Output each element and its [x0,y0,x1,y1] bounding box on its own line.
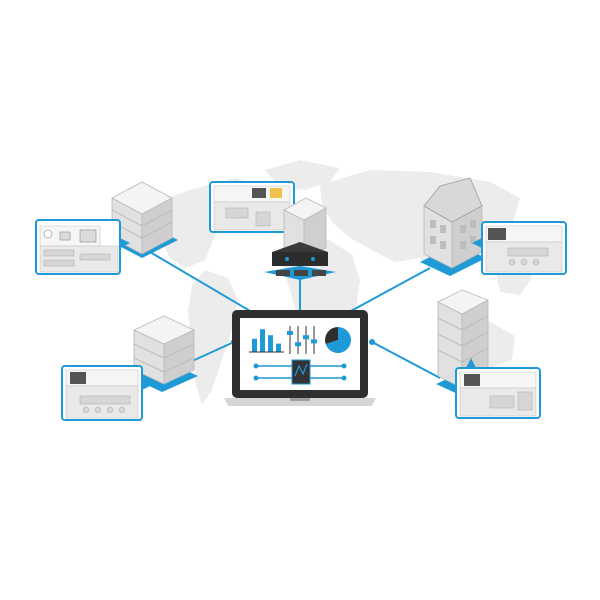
sliders-icon [287,326,317,354]
slider-knob [295,342,301,347]
building-icon [108,181,178,258]
bar [276,343,281,352]
building-icon [420,177,486,276]
link-hotel [337,267,431,319]
laptop-icon [224,310,376,406]
bar [260,329,265,352]
slider-knob [303,335,309,340]
meeting-room-icon [455,358,541,419]
bar [252,338,257,352]
signal-flow-icon [253,359,347,385]
pie-slice [325,327,351,353]
link-office-left [189,341,235,363]
bar [268,335,273,352]
pie-chart-icon [324,327,351,353]
port-dot [369,339,375,345]
meeting-room-icon [61,365,152,421]
pie-slice [324,327,338,345]
slider-knob [287,331,293,335]
link-tower-right [371,341,441,379]
meeting-room-icon [35,219,130,275]
slider-knob [311,339,317,344]
meeting-room-icon [472,221,567,275]
bar-chart-icon [249,329,284,353]
link-hq [149,251,263,319]
av-rack-icon [264,242,336,280]
meeting-room-icon [209,181,295,233]
